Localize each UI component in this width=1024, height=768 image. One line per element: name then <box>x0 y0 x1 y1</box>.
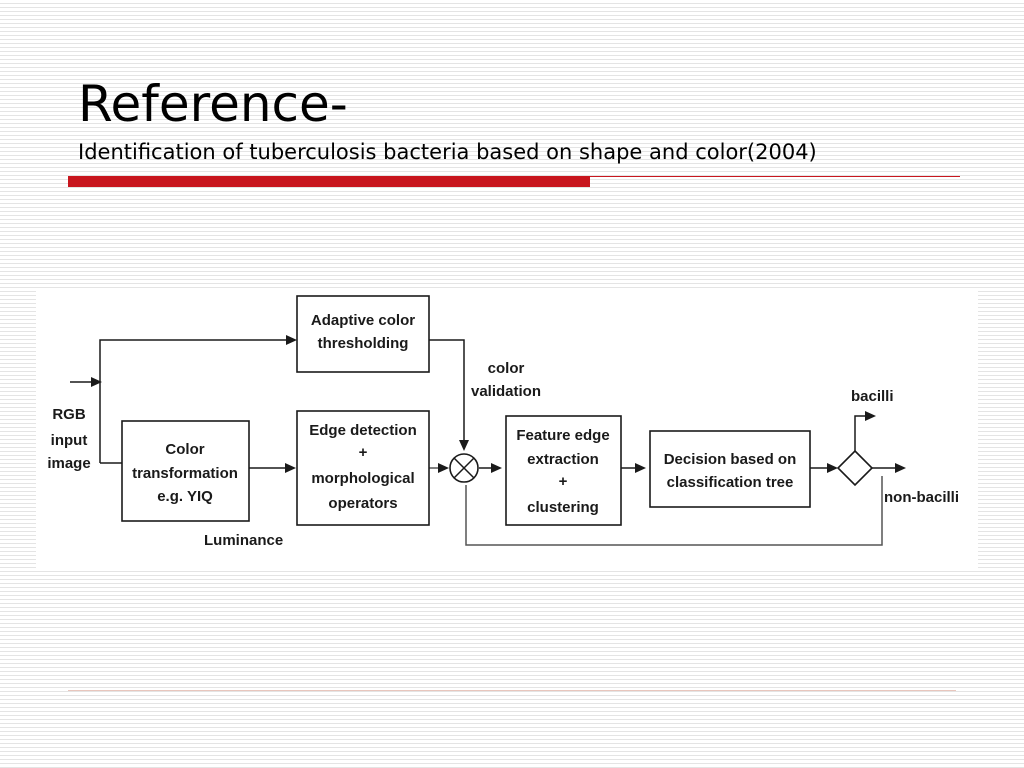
color-validation-label-line-1: color <box>488 360 525 377</box>
color-transformation-line-2: transformation <box>132 465 238 482</box>
footer-divider <box>68 690 956 691</box>
edge-detection-line-3: morphological <box>311 470 414 487</box>
input-label-line-1: RGB <box>52 406 86 423</box>
input-label-line-3: image <box>47 455 90 472</box>
color-transformation-line-1: Color <box>165 441 204 458</box>
feature-extraction-line-4: clustering <box>527 499 599 516</box>
classification-diamond <box>836 449 874 487</box>
slide-subtitle: Identification of tuberculosis bacteria … <box>78 140 817 164</box>
combiner-node <box>449 453 479 483</box>
feature-extraction-block: Feature edge extraction + clustering <box>505 415 622 526</box>
combiner-to-feature-arrow <box>479 463 502 473</box>
bacilli-label: bacilli <box>851 388 894 405</box>
feature-extraction-line-3: + <box>559 473 568 490</box>
edge-detection-line-4: operators <box>328 495 397 512</box>
decision-to-diamond-arrow <box>810 463 838 473</box>
branch-to-threshold-arrow <box>99 335 297 463</box>
decision-tree-line-2: classification tree <box>667 474 794 491</box>
title-underline-thin <box>590 176 960 177</box>
validation-arrow <box>429 339 469 451</box>
diamond-output-arrow <box>872 463 906 473</box>
flow-diagram: Adaptive color thresholding Color transf… <box>36 288 978 570</box>
edge-to-combiner-arrow <box>429 463 449 473</box>
luminance-label: Luminance <box>204 532 283 549</box>
feature-extraction-line-2: extraction <box>527 451 599 468</box>
adaptive-thresholding-line-1: Adaptive color <box>311 312 415 329</box>
slide-title: Reference- <box>78 75 348 133</box>
feature-extraction-line-1: Feature edge <box>516 427 609 444</box>
luminance-arrow <box>249 463 296 473</box>
edge-detection-line-2: + <box>359 444 368 461</box>
title-underline-thick <box>68 176 590 187</box>
color-transformation-block: Color transformation e.g. YIQ <box>121 420 250 522</box>
feedback-loop-line <box>465 476 883 546</box>
edge-detection-line-1: Edge detection <box>309 422 417 439</box>
color-validation-label-line-2: validation <box>471 383 541 400</box>
decision-tree-block: Decision based on classification tree <box>649 430 811 508</box>
feature-to-decision-arrow <box>621 463 646 473</box>
non-bacilli-label: non-bacilli <box>884 489 959 506</box>
color-transformation-line-3: e.g. YIQ <box>157 488 213 505</box>
adaptive-thresholding-line-2: thresholding <box>318 335 409 352</box>
input-label-line-2: input <box>51 432 88 449</box>
edge-detection-block: Edge detection + morphological operators <box>296 410 430 526</box>
bacilli-arrow <box>854 411 876 451</box>
input-arrow <box>70 377 102 387</box>
decision-tree-line-1: Decision based on <box>664 451 797 468</box>
adaptive-thresholding-block: Adaptive color thresholding <box>296 295 430 373</box>
